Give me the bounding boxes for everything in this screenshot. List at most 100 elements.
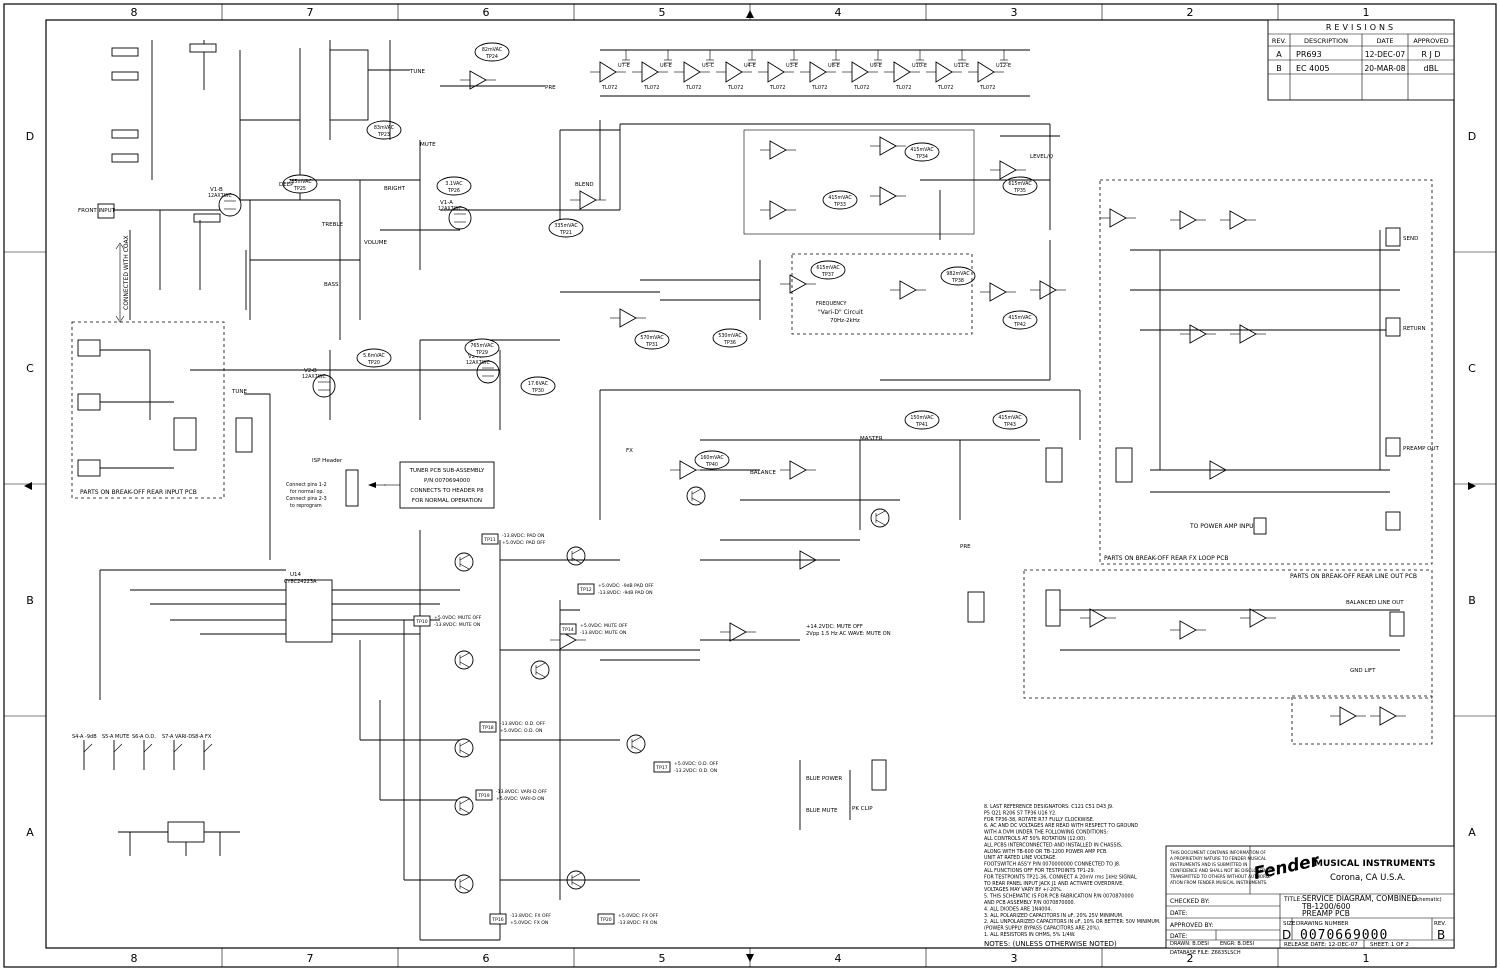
- test-point-value: 82mVAC: [482, 47, 503, 53]
- test-point-id: TP24: [485, 54, 498, 60]
- switch-state-tp-tp17: [653, 761, 671, 773]
- column-label-bottom-8: 8: [131, 952, 138, 965]
- tuner-note-3: CONNECTS TO HEADER P8: [410, 488, 484, 494]
- top-center-arrow: [746, 10, 754, 18]
- transistor-collector: [459, 554, 470, 561]
- test-point-tp23: [366, 120, 402, 140]
- test-point-tp41: [904, 410, 940, 430]
- rev-a-approved: R J D: [1421, 50, 1440, 59]
- drawing-subtitle-2: PREAMP PCB: [1302, 909, 1350, 918]
- header-p2: [1045, 447, 1063, 483]
- opamp-symbol: [977, 61, 995, 83]
- balance-label: BALANCE: [750, 470, 776, 476]
- supply-opamp-row: U7-ETL072U6-ETL072U5-CTL072U4-ETL072U3-E…: [590, 49, 1030, 97]
- gnd-lift-label: GND LIFT: [1350, 668, 1376, 674]
- mcu-label: U14: [290, 572, 302, 578]
- approved-date: DATE:: [1170, 933, 1188, 940]
- transistor-collector: [875, 510, 886, 517]
- test-point-id: TP37: [821, 272, 834, 278]
- column-ticks: [221, 4, 1279, 967]
- confidential-line: A PROPRIETARY NATURE TO FENDER MUSICAL: [1170, 856, 1267, 861]
- switch-state-labels: TP11-13.8VDC: PAD ON+5.0VDC: PAD OFFTP12…: [413, 533, 719, 926]
- rev-b-rev: B: [1276, 64, 1282, 73]
- transistor: [454, 796, 474, 816]
- regulator-u13: [167, 821, 205, 843]
- note-line: ALONG WITH TB-600 OR TB-1200 POWER AMP P…: [984, 849, 1108, 855]
- test-point-value: 415mVAC: [828, 195, 852, 201]
- blue-mute-label: BLUE MUTE: [806, 808, 838, 814]
- test-point-id: TP35: [1013, 188, 1026, 194]
- opamp-label: U4-E: [744, 63, 756, 69]
- transistor-emitter: [571, 881, 582, 888]
- drawing-title-suffix: (schematic): [1412, 897, 1442, 903]
- opamp-label: U7-E: [618, 63, 630, 69]
- column-label-bottom-7: 7: [307, 952, 314, 965]
- test-point-id: TP33: [833, 202, 846, 208]
- transistor-emitter: [459, 661, 470, 668]
- test-point-id: TP21: [559, 230, 572, 236]
- column-label-bottom-1: 1: [1363, 952, 1370, 965]
- switch-state-tp-tp12: [577, 583, 595, 595]
- test-point-id: TP34: [915, 154, 928, 160]
- footswitch-label: S7-A VARI-D: [162, 734, 192, 740]
- opamp-symbol: [989, 282, 1007, 302]
- note-line: 8. LAST REFERENCE DESIGNATORS: C121 C51 …: [984, 804, 1114, 810]
- mute-note-1: +14.2VDC: MUTE OFF: [806, 624, 863, 630]
- vari-d-label: "Vari-D" Circuit: [818, 309, 864, 316]
- test-point-id: TP38: [951, 278, 964, 284]
- test-point-tp37: [810, 260, 846, 280]
- switch-state-id: TP10: [415, 619, 427, 625]
- tuner-note-1: TUNER PCB SUB-ASSEMBLY: [409, 468, 485, 474]
- row-label-left-B: B: [26, 594, 34, 607]
- test-point-tp31: [634, 330, 670, 350]
- test-point-value: 415mVAC: [998, 415, 1022, 421]
- rev-b-description: EC 4005: [1296, 64, 1330, 73]
- line-out-pcb: PARTS ON BREAK-OFF REAR LINE OUT PCB BAL…: [1023, 569, 1433, 745]
- column-label-top-1: 1: [1363, 6, 1370, 19]
- note-line: 5. THIS SCHEMATIC IS FOR PCB FABRICATION…: [984, 894, 1134, 900]
- switch-state-on: -13.8VDC: PAD ON: [502, 533, 544, 539]
- rev-header-date: DATE: [1377, 37, 1394, 45]
- opamp-symbol: [1229, 210, 1247, 230]
- header-p6: [235, 417, 253, 453]
- switch-state-off: -13.8VDC: -9dB PAD ON: [598, 590, 653, 596]
- test-point-tp40: [694, 450, 730, 470]
- note-line: AND PCB ASSEMBLY P/N 0070870000.: [984, 900, 1075, 906]
- test-point-id: TP25: [293, 186, 306, 192]
- opamp-symbol: [789, 460, 807, 480]
- revisions-title: REVISIONS: [1326, 23, 1396, 32]
- leds: BLUE POWER BLUE MUTE PK CLIP: [799, 759, 887, 830]
- tuner-buffer-block: [329, 49, 369, 121]
- tune-label: TUNE: [409, 69, 425, 75]
- pre-label: PRE: [545, 85, 556, 91]
- test-point-id: TP29: [475, 350, 488, 356]
- master-label: MASTER: [860, 436, 883, 442]
- row-label-right-B: B: [1468, 594, 1476, 607]
- note-line: (POWER SUPPLY BYPASS CAPACITORS ARE 20%)…: [984, 926, 1100, 932]
- transistor: [454, 738, 474, 758]
- opamp-part: TL072: [937, 85, 953, 91]
- test-point-tp21: [548, 218, 584, 238]
- opamp-label: U12-E: [996, 63, 1011, 69]
- opamp-symbol: [1089, 608, 1107, 628]
- opamp-symbol: [579, 190, 597, 210]
- test-point-tp36: [712, 328, 748, 348]
- treble-label: TREBLE: [321, 222, 343, 228]
- pre-out-label: PRE: [960, 544, 971, 550]
- tone-stack: DEEP TREBLE BASS BRIGHT VOLUME BLEND MUT…: [249, 40, 1050, 340]
- opamp-symbol: [641, 61, 659, 83]
- confidential-line: CONFIDENCE AND SHALL NOT BE DISCLOSED OR: [1170, 868, 1273, 873]
- footswitch-blade: [113, 743, 123, 753]
- test-point-tp38: [940, 266, 976, 286]
- opamp-symbol: [679, 460, 697, 480]
- note-line: 3. ALL POLARIZED CAPACITORS IN uF, 20% 2…: [984, 913, 1123, 919]
- opamp-symbol: [1179, 620, 1197, 640]
- bass-label: BASS: [324, 282, 339, 288]
- transistor-collector: [631, 736, 642, 743]
- header-p9: [871, 759, 887, 791]
- drawing-number-label: DRAWING NUMBER: [1296, 921, 1349, 927]
- switch-state-id: TP12: [579, 587, 591, 593]
- test-point-tp30: [520, 376, 556, 396]
